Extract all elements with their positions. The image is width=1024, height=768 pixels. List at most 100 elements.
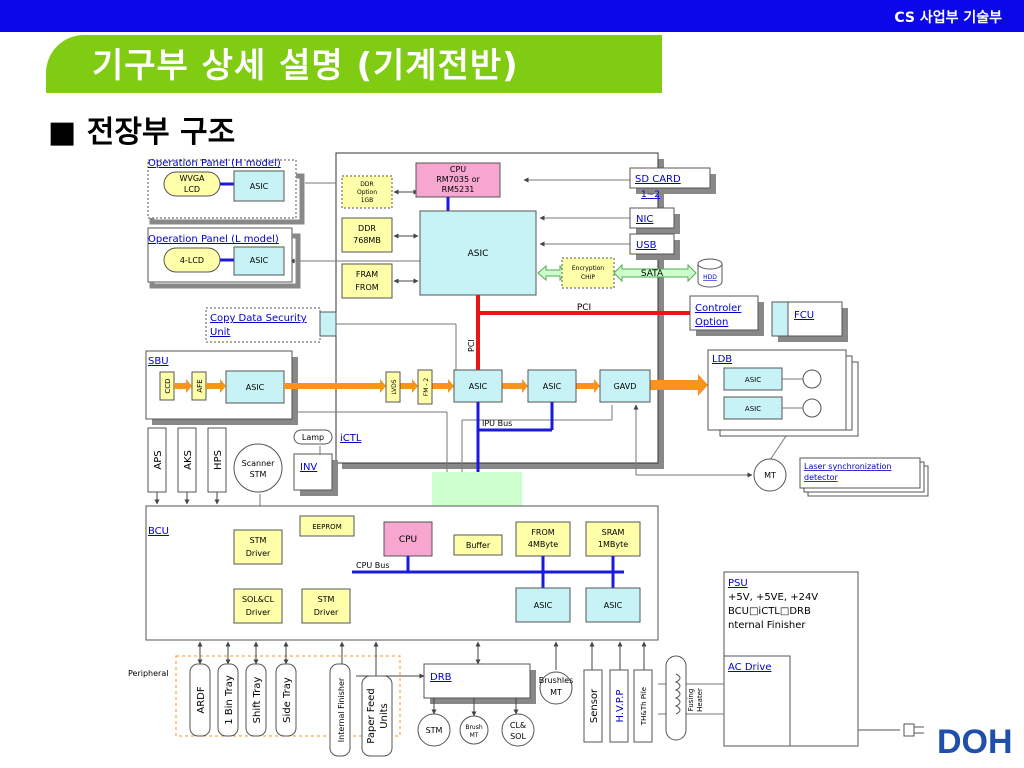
svg-text:STM: STM <box>318 595 335 604</box>
svg-text:Peripheral: Peripheral <box>128 669 168 678</box>
power-plug-icon <box>903 723 924 737</box>
svg-text:Side Tray: Side Tray <box>282 677 293 723</box>
ardf <box>189 663 211 737</box>
nic <box>629 207 675 229</box>
svg-text:SD CARD: SD CARD <box>635 174 681 185</box>
inverter <box>293 453 333 491</box>
svg-text:MT: MT <box>470 732 479 739</box>
svg-text:PCI: PCI <box>467 339 476 352</box>
svg-text:4MByte: 4MByte <box>528 540 558 549</box>
svg-text:ASIC: ASIC <box>543 382 562 391</box>
encryption-chip <box>561 257 615 289</box>
svg-text:EEPROM: EEPROM <box>312 523 341 531</box>
svg-text:ASIC: ASIC <box>250 182 269 191</box>
drb-stm <box>417 713 451 747</box>
sata-link <box>613 263 697 283</box>
svg-text:Driver: Driver <box>246 608 271 617</box>
svg-text:DRB: DRB <box>430 672 452 683</box>
svg-text:FROM: FROM <box>355 283 378 292</box>
controller-option <box>689 295 759 331</box>
hdd <box>697 258 723 270</box>
usb <box>629 233 675 255</box>
svg-text:NIC: NIC <box>636 214 653 225</box>
svg-text:SRAM: SRAM <box>602 528 625 537</box>
svg-text:Scanner: Scanner <box>242 459 275 468</box>
svg-text:Buffer: Buffer <box>466 541 491 550</box>
svg-text:FM - 2: FM - 2 <box>423 378 430 397</box>
operation-panel-h-label: Operation Panel (H model) <box>148 158 281 169</box>
svg-text:Encryption: Encryption <box>572 265 604 272</box>
copy-data-security-unit <box>205 307 321 343</box>
svg-text:ASIC: ASIC <box>534 601 553 610</box>
th-pile <box>633 669 653 743</box>
stm-driver-2 <box>301 588 351 624</box>
internal-finisher <box>329 663 351 757</box>
asic-bcu-2 <box>585 587 641 623</box>
svg-text:CPU: CPU <box>399 535 417 545</box>
svg-text:SOL: SOL <box>510 732 526 741</box>
stm-driver <box>233 529 283 565</box>
svg-text:FRAM: FRAM <box>356 270 378 279</box>
svg-text:SATA: SATA <box>641 269 664 279</box>
fcu-label: FCU <box>794 310 814 321</box>
svg-text:PSU: PSU <box>728 578 748 589</box>
svg-text:4-LCD: 4-LCD <box>180 256 204 265</box>
svg-text:Option: Option <box>357 189 377 196</box>
ddr-768mb <box>341 217 393 253</box>
asic-sbu <box>225 370 285 404</box>
bcu-connector <box>432 472 522 506</box>
svg-text:Internal Finisher: Internal Finisher <box>337 677 346 742</box>
svg-text:DDR: DDR <box>358 224 376 233</box>
svg-text:Option: Option <box>695 317 728 328</box>
side-tray <box>275 663 297 737</box>
main-asic <box>419 210 537 296</box>
svg-text:Laser synchronization: Laser synchronization <box>804 462 891 471</box>
svg-text:LCD: LCD <box>184 185 200 194</box>
svg-text:1~2: 1~2 <box>641 190 660 200</box>
svg-text:Driver: Driver <box>246 549 271 558</box>
ac-drive <box>723 655 791 747</box>
hvpp <box>609 669 629 743</box>
svg-text:CL&: CL& <box>510 721 526 730</box>
shift-tray <box>245 663 267 737</box>
svg-text:ASIC: ASIC <box>469 382 488 391</box>
laser-sync-detector <box>799 457 921 489</box>
from-4mbyte <box>515 521 571 557</box>
brushless-mt <box>539 671 573 705</box>
asic-op-h <box>233 170 285 202</box>
company-logo: DOH <box>937 723 1013 761</box>
svg-text:Brushles: Brushles <box>539 676 573 685</box>
svg-text:LDB: LDB <box>712 354 732 365</box>
scanner-stm <box>233 443 283 493</box>
asic-op-l <box>233 246 285 276</box>
svg-text:SOL&CL: SOL&CL <box>242 595 275 604</box>
svg-text:detector: detector <box>804 473 838 482</box>
svg-text:HDD: HDD <box>703 274 717 281</box>
svg-text:ASIC: ASIC <box>246 383 265 392</box>
svg-text:H.V.P.P: H.V.P.P <box>615 690 626 723</box>
lvds <box>385 371 401 403</box>
svg-text:APS: APS <box>153 450 164 469</box>
svg-text:Lamp: Lamp <box>302 433 324 442</box>
svg-text:1 Bin Tray: 1 Bin Tray <box>224 675 235 725</box>
polygon-motor <box>753 458 787 492</box>
svg-text:Unit: Unit <box>210 327 230 338</box>
svg-text:Controler: Controler <box>695 303 742 314</box>
svg-text:AFE: AFE <box>196 379 204 392</box>
svg-text:WVGA: WVGA <box>179 174 205 183</box>
laser-diode-2 <box>802 398 822 418</box>
svg-text:FROM: FROM <box>531 528 554 537</box>
svg-text:ARDF: ARDF <box>196 686 207 713</box>
gavd <box>599 369 651 403</box>
svg-text:RM7035 or: RM7035 or <box>436 175 480 184</box>
laser-diode-1 <box>802 369 822 389</box>
sol-cl-driver <box>233 588 283 624</box>
department-label: CS 사업부 기술부 <box>894 10 1002 26</box>
svg-text:CCD: CCD <box>164 378 172 393</box>
svg-text:ASIC: ASIC <box>468 249 489 259</box>
svg-text:STM: STM <box>250 470 267 479</box>
svg-text:CPU: CPU <box>450 165 466 174</box>
svg-text:DDR: DDR <box>360 181 373 188</box>
svg-text:STM: STM <box>250 536 267 545</box>
